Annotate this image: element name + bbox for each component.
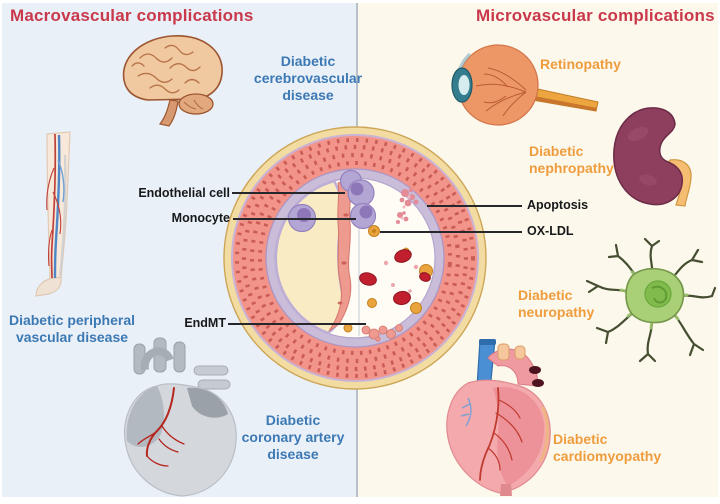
eye-illustration <box>451 44 599 126</box>
cardiomyopathy-label: Diabetic cardiomyopathy <box>553 431 662 464</box>
nephropathy-label: Diabetic nephropathy <box>529 143 614 176</box>
monocyte-label: Monocyte <box>171 211 230 225</box>
apoptosis-label: Apoptosis <box>527 198 589 212</box>
coronary-heart-illustration <box>123 337 237 497</box>
coronary-artery-disease-label: Diabetic coronary artery disease <box>241 412 345 462</box>
brain-illustration <box>122 35 223 127</box>
ox-ldl-label: OX-LDL <box>527 224 574 238</box>
endmt-label: EndMT <box>184 316 226 330</box>
apoptosis-leader-line <box>427 205 522 207</box>
neuron-illustration <box>585 237 717 363</box>
macrovascular-title: Macrovascular complications <box>10 6 254 25</box>
cerebrovascular-disease-label: Diabetic cerebrovascular disease <box>253 53 363 103</box>
endothelial-cell-leader-line <box>232 192 345 194</box>
leg-vessels-illustration <box>35 131 71 297</box>
peripheral-vascular-disease-label: Diabetic peripheral vascular disease <box>8 312 136 345</box>
microvascular-title: Microvascular complications <box>476 6 715 25</box>
kidney-illustration <box>613 107 692 207</box>
ox-ldl-leader-line <box>380 231 522 233</box>
cardiomyopathy-heart-illustration <box>446 339 551 496</box>
endothelial-cell-label: Endothelial cell <box>138 186 230 200</box>
neuropathy-label: Diabetic neuropathy <box>518 287 595 320</box>
monocyte-leader-line <box>233 218 356 220</box>
retinopathy-label: Retinopathy <box>540 56 621 72</box>
endmt-leader-line <box>228 323 366 325</box>
